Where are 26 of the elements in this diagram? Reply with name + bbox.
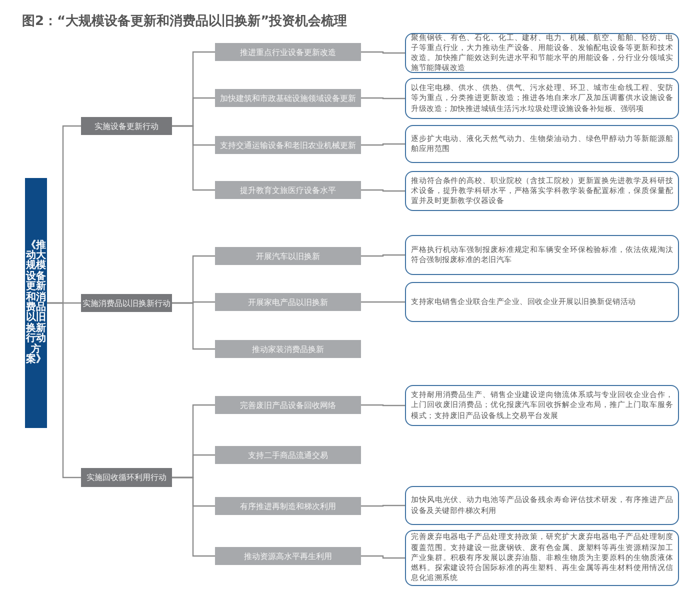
- connector-line: [172, 125, 215, 191]
- connector-line: [361, 404, 405, 406]
- measure-box: 加快建筑和市政基础设施领域设备更新: [215, 89, 361, 107]
- measure-box: 开展家电产品以旧换新: [215, 293, 361, 311]
- connector-line: [361, 254, 405, 257]
- connector-line: [361, 504, 405, 507]
- measure-box: 推动资源高水平再生利用: [215, 547, 361, 565]
- measure-box: 开展汽车以旧换新: [215, 247, 361, 265]
- measure-box: 提升教育文旅医疗设备水平: [215, 181, 361, 199]
- connector-line: [361, 189, 405, 192]
- measure-box: 支持二手商品流通交易: [215, 446, 361, 464]
- connector-line: [361, 555, 405, 559]
- connector-line: [361, 51, 405, 54]
- measure-box: 有序推进再制造和梯次利用: [215, 497, 361, 515]
- measure-box: 支持交通运输设备和老旧农业机械更新: [215, 136, 361, 154]
- connector-line: [47, 302, 81, 478]
- connector-line: [172, 302, 215, 350]
- measure-box: 推动家装消费品换新: [215, 340, 361, 358]
- connector-line: [361, 301, 405, 303]
- measure-box: 完善废旧产品设备回收网络: [215, 396, 361, 414]
- figure-title: 图2：“大规模设备更新和消费品以旧换新”投资机会梳理: [22, 12, 348, 30]
- plan-title-bar: 《推动大规模设备更新和消费品以旧换新行动方案》: [25, 178, 47, 428]
- connector-line: [361, 97, 405, 100]
- connector-line: [172, 476, 215, 557]
- connector-line: [361, 143, 405, 146]
- measure-box: 推进重点行业设备更新改造: [215, 43, 361, 61]
